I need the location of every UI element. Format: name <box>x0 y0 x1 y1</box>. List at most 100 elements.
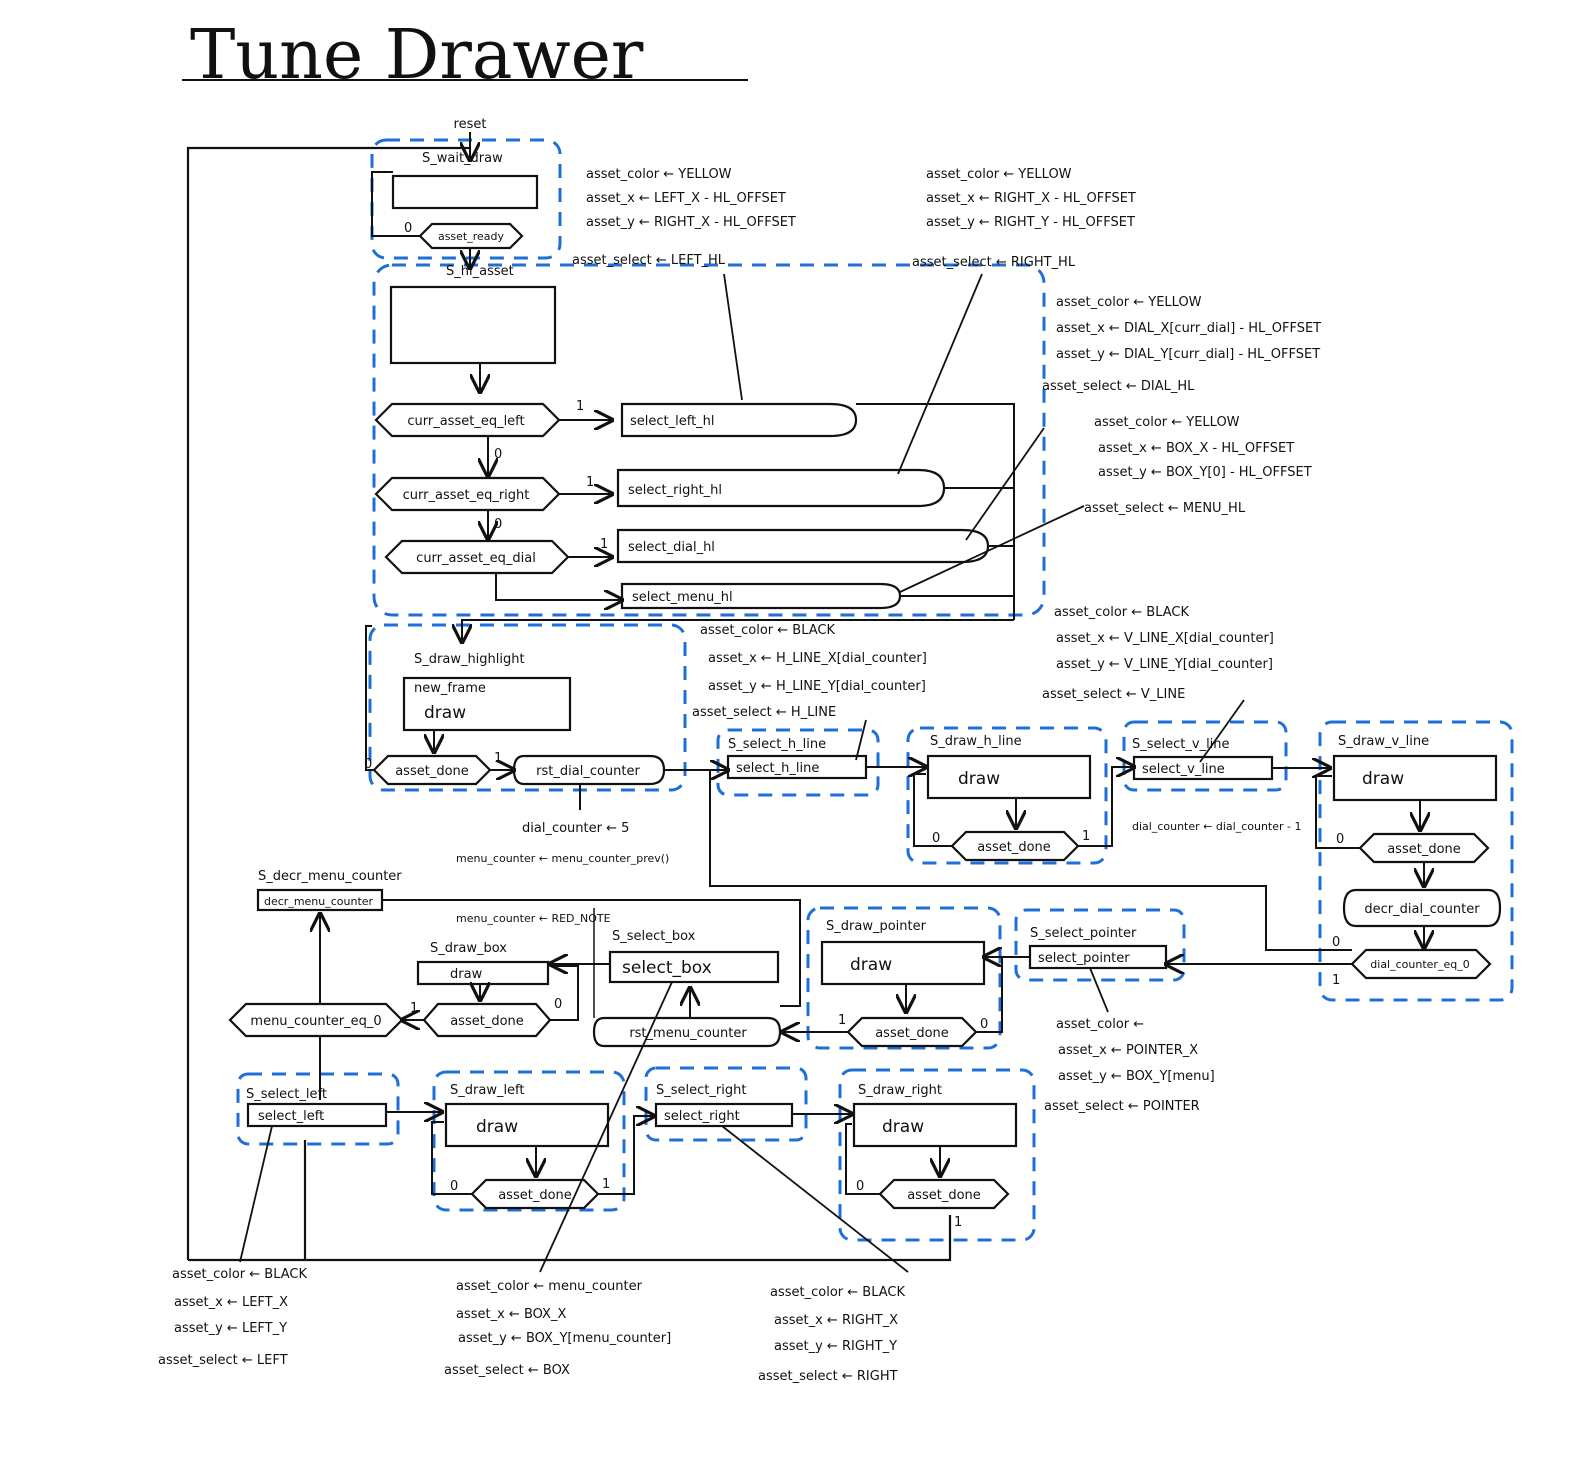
state-box-hl-asset <box>389 285 557 365</box>
svg-text:0: 0 <box>980 1017 988 1032</box>
svg-text:1: 1 <box>602 1177 610 1192</box>
svg-text:asset_color ← YELLOW: asset_color ← YELLOW <box>586 167 732 182</box>
svg-text:decr_menu_counter: decr_menu_counter <box>264 895 374 908</box>
svg-text:1: 1 <box>576 399 584 414</box>
svg-text:asset_select ← RIGHT_HL: asset_select ← RIGHT_HL <box>912 255 1076 270</box>
svg-text:select_right_hl: select_right_hl <box>628 483 722 498</box>
svg-text:0: 0 <box>1332 935 1340 950</box>
svg-text:asset_y ← H_LINE_Y[dial_counte: asset_y ← H_LINE_Y[dial_counter] <box>708 679 926 694</box>
svg-text:0: 0 <box>932 831 940 846</box>
svg-text:rst_menu_counter: rst_menu_counter <box>629 1026 747 1041</box>
note-menu-hl: asset_color ← YELLOW asset_x ← BOX_X - H… <box>1084 415 1312 516</box>
state-box-draw-h-line <box>926 754 1092 800</box>
svg-text:asset_color ← BLACK: asset_color ← BLACK <box>770 1285 905 1300</box>
svg-text:asset_y ← RIGHT_Y - HL_OFFSET: asset_y ← RIGHT_Y - HL_OFFSET <box>926 215 1135 230</box>
svg-text:curr_asset_eq_dial: curr_asset_eq_dial <box>416 551 536 566</box>
svg-text:select_dial_hl: select_dial_hl <box>628 540 715 555</box>
svg-text:dial_counter_eq_0: dial_counter_eq_0 <box>1370 958 1469 971</box>
svg-text:asset_x ← BOX_X - HL_OFFSET: asset_x ← BOX_X - HL_OFFSET <box>1098 441 1294 456</box>
state-label-select-h-line: S_select_h_line <box>728 737 826 752</box>
state-label-draw-left: S_draw_left <box>450 1083 525 1098</box>
note-box: asset_color ← menu_counter asset_x ← BOX… <box>444 1279 671 1378</box>
action-select-left-hl <box>620 402 858 438</box>
svg-text:1: 1 <box>838 1013 846 1028</box>
svg-text:asset_done: asset_done <box>875 1026 949 1041</box>
svg-text:asset_y ← BOX_Y[menu]: asset_y ← BOX_Y[menu] <box>1058 1069 1215 1084</box>
state-box-select-box <box>608 950 780 984</box>
svg-text:asset_done: asset_done <box>498 1188 572 1203</box>
note-left: asset_color ← BLACK asset_x ← LEFT_X ass… <box>158 1267 307 1368</box>
svg-text:asset_color ← YELLOW: asset_color ← YELLOW <box>1056 295 1202 310</box>
svg-text:asset_select ← LEFT: asset_select ← LEFT <box>158 1353 288 1368</box>
svg-text:1: 1 <box>600 537 608 552</box>
svg-text:menu_counter_eq_0: menu_counter_eq_0 <box>250 1014 381 1029</box>
svg-text:asset_ready: asset_ready <box>438 230 505 243</box>
loop-return-line <box>186 146 470 1260</box>
note-v-line: asset_color ← BLACK asset_x ← V_LINE_X[d… <box>1042 605 1274 702</box>
svg-text:asset_y ← BOX_Y[menu_counter]: asset_y ← BOX_Y[menu_counter] <box>458 1331 671 1346</box>
svg-text:draw: draw <box>476 1117 518 1137</box>
decision-right-done <box>878 1178 1010 1210</box>
note-menu-counter-red: menu_counter ← RED_NOTE <box>456 912 611 925</box>
region-draw-highlight <box>368 623 687 792</box>
svg-text:asset_x ← LEFT_X: asset_x ← LEFT_X <box>174 1295 288 1310</box>
svg-text:asset_x ← RIGHT_X: asset_x ← RIGHT_X <box>774 1313 898 1328</box>
reset-label: reset <box>454 117 487 132</box>
state-label-select-v-line: S_select_v_line <box>1132 737 1230 752</box>
note-right: asset_color ← BLACK asset_x ← RIGHT_X as… <box>758 1285 905 1384</box>
svg-text:rst_dial_counter: rst_dial_counter <box>536 764 640 779</box>
svg-text:asset_y ← DIAL_Y[curr_dial] -: asset_y ← DIAL_Y[curr_dial] - HL_OFFSET <box>1056 347 1320 362</box>
svg-text:asset_y ← BOX_Y[0] - HL_OFFSET: asset_y ← BOX_Y[0] - HL_OFFSET <box>1098 465 1312 480</box>
svg-text:new_frame: new_frame <box>414 681 486 696</box>
svg-text:select_pointer: select_pointer <box>1038 951 1130 966</box>
svg-text:asset_select ← H_LINE: asset_select ← H_LINE <box>692 705 836 720</box>
state-label-hl-asset: S_hl_asset <box>446 264 514 279</box>
state-box-draw-v-line <box>1332 754 1498 802</box>
note-menu-counter-dec: menu_counter ← menu_counter_prev() <box>456 852 669 865</box>
svg-text:asset_x ← V_LINE_X[dial_counte: asset_x ← V_LINE_X[dial_counter] <box>1056 631 1274 646</box>
svg-text:select_h_line: select_h_line <box>736 761 819 776</box>
svg-text:asset_color ←: asset_color ← <box>1056 1017 1144 1032</box>
svg-text:asset_y ← RIGHT_Y: asset_y ← RIGHT_Y <box>774 1339 897 1354</box>
svg-text:asset_x ← H_LINE_X[dial_counte: asset_x ← H_LINE_X[dial_counter] <box>708 651 927 666</box>
svg-text:select_right: select_right <box>664 1109 740 1124</box>
decision-v-line-done <box>1358 832 1490 864</box>
note-pointer: asset_color ← asset_x ← POINTER_X asset_… <box>1044 1017 1215 1114</box>
svg-text:asset_select ← DIAL_HL: asset_select ← DIAL_HL <box>1042 379 1195 394</box>
state-label-draw-h-line: S_draw_h_line <box>930 734 1022 749</box>
svg-text:asset_done: asset_done <box>450 1014 524 1029</box>
region-select-pointer <box>1014 908 1186 982</box>
state-box-draw-pointer <box>820 940 986 986</box>
svg-text:curr_asset_eq_right: curr_asset_eq_right <box>403 488 530 503</box>
svg-text:asset_select ← POINTER: asset_select ← POINTER <box>1044 1099 1200 1114</box>
decision-menu-counter-eq-0 <box>228 1002 404 1038</box>
svg-text:select_left_hl: select_left_hl <box>630 414 715 429</box>
svg-text:asset_done: asset_done <box>977 840 1051 855</box>
note-dial-hl: asset_color ← YELLOW asset_x ← DIAL_X[cu… <box>1042 295 1321 394</box>
action-decr-dial-counter <box>1342 888 1502 928</box>
svg-text:asset_x ← RIGHT_X - HL_OFFSET: asset_x ← RIGHT_X - HL_OFFSET <box>926 191 1136 206</box>
svg-text:asset_y ← LEFT_Y: asset_y ← LEFT_Y <box>174 1321 287 1336</box>
svg-text:draw: draw <box>850 955 892 975</box>
svg-text:asset_select ← RIGHT: asset_select ← RIGHT <box>758 1369 898 1384</box>
svg-text:decr_dial_counter: decr_dial_counter <box>1364 902 1480 917</box>
svg-text:asset_x ← BOX_X: asset_x ← BOX_X <box>456 1307 566 1322</box>
note-left-hl: asset_color ← YELLOW asset_x ← LEFT_X - … <box>572 167 796 268</box>
svg-text:asset_color ← YELLOW: asset_color ← YELLOW <box>1094 415 1240 430</box>
note-h-line: asset_color ← BLACK asset_x ← H_LINE_X[d… <box>692 623 927 720</box>
svg-text:asset_select ← BOX: asset_select ← BOX <box>444 1363 570 1378</box>
state-label-wait-draw: S_wait_draw <box>422 151 503 166</box>
state-label-select-box: S_select_box <box>612 929 696 944</box>
svg-text:1: 1 <box>1082 829 1090 844</box>
svg-text:0: 0 <box>494 517 502 532</box>
svg-text:0: 0 <box>450 1179 458 1194</box>
region-draw-pointer <box>806 906 1002 1050</box>
svg-text:select_menu_hl: select_menu_hl <box>632 590 733 605</box>
note-dial-counter-dec: dial_counter ← dial_counter - 1 <box>1132 820 1302 833</box>
note-right-hl: asset_color ← YELLOW asset_x ← RIGHT_X -… <box>912 167 1136 270</box>
note-dial-counter-5: dial_counter ← 5 <box>522 821 629 836</box>
state-label-draw-box: S_draw_box <box>430 941 507 956</box>
svg-text:select_box: select_box <box>622 958 712 978</box>
